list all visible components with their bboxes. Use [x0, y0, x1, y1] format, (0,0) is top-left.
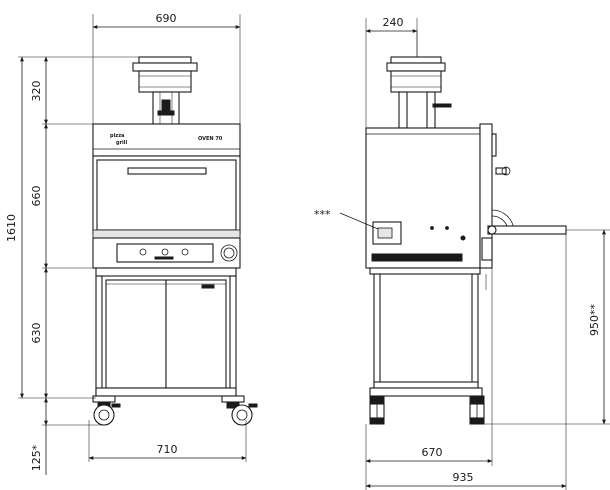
dim-label-690: 690 — [156, 12, 177, 25]
side-vent-slots — [371, 253, 463, 262]
side-stand — [369, 267, 487, 397]
dim-label-935: 935 — [453, 471, 474, 484]
side-view: 240 670 935 950** *** — [314, 16, 610, 490]
dim-label-710: 710 — [157, 443, 178, 456]
dim-shelf-height: 950** — [484, 229, 610, 425]
dim-width-base: 710 — [88, 420, 247, 462]
dim-label-240: 240 — [383, 16, 404, 29]
front-oven-body: pizza grill OVEN 70 — [92, 123, 241, 239]
dim-width-top: 690 — [92, 12, 241, 124]
front-control-panel — [92, 237, 241, 269]
brand-logo-left-2: grill — [116, 140, 127, 146]
dim-label-1610: 1610 — [5, 214, 18, 242]
dim-depth-base: 670 — [365, 268, 493, 490]
dim-label-320: 320 — [30, 81, 43, 102]
front-view: pizza grill OVEN 70 — [5, 12, 258, 475]
dim-label-950: 950** — [588, 304, 601, 336]
front-caster-left — [92, 395, 121, 426]
dim-label-670: 670 — [422, 446, 443, 459]
dim-heights-front: 1610 320 660 630 125* — [5, 56, 139, 475]
front-caster-right — [221, 395, 258, 426]
side-caster-right — [469, 395, 485, 425]
brand-logo-left: pizza — [110, 133, 125, 139]
side-caster-left — [369, 395, 385, 425]
side-pull-out-shelf — [481, 209, 567, 261]
callout-note: *** — [314, 208, 379, 230]
dim-label-125: 125* — [30, 444, 43, 471]
dim-label-660: 660 — [30, 186, 43, 207]
front-stand — [95, 267, 237, 397]
dim-label-630: 630 — [30, 323, 43, 344]
side-exhaust-hood — [386, 31, 452, 129]
callout-marker: *** — [314, 208, 331, 221]
side-oven-body — [365, 123, 511, 269]
dim-depth-top: 240 — [365, 16, 418, 128]
dim-depth-total: 935 — [365, 234, 567, 490]
front-exhaust-hood — [132, 56, 198, 125]
brand-model-text: OVEN 70 — [198, 136, 223, 142]
